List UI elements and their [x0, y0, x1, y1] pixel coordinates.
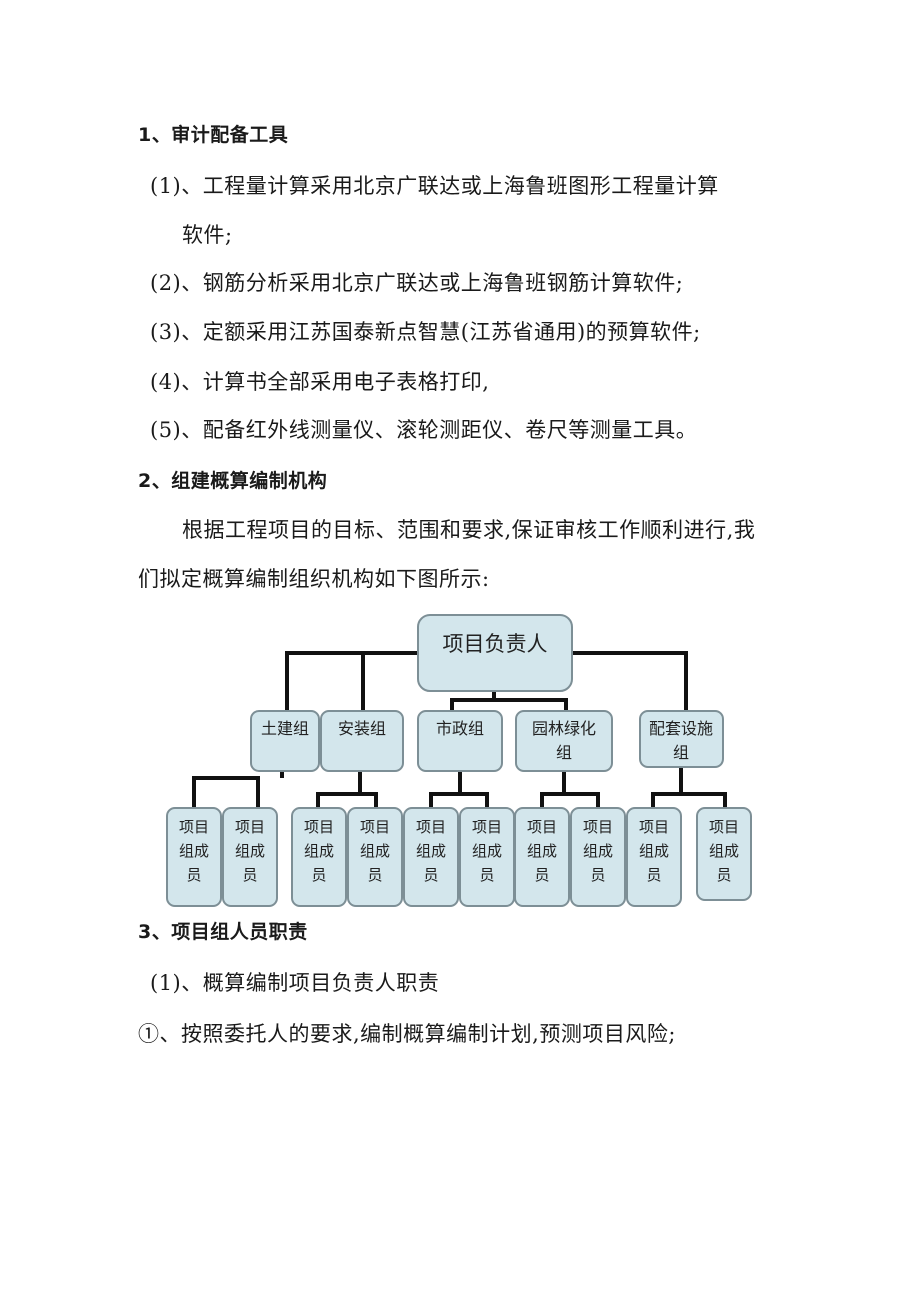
member-label: 员	[534, 866, 549, 884]
member-label: 组成	[360, 842, 390, 860]
member-label: 项目	[416, 818, 446, 836]
section-3-item-1: ①、按照委托人的要求,编制概算编制计划,预测项目风险;	[138, 1022, 676, 1046]
org-member-node: 项目 组成 员	[696, 807, 752, 901]
member-label: 项目	[527, 818, 557, 836]
member-label: 员	[242, 866, 257, 884]
section-3-title: 3、项目组人员职责	[138, 921, 308, 943]
section-2-paragraph-line-b: 们拟定概算编制组织机构如下图所示:	[138, 567, 490, 591]
member-label: 组成	[527, 842, 557, 860]
section-2-paragraph-line-a: 根据工程项目的目标、范围和要求,保证审核工作顺利进行,我	[182, 518, 756, 542]
org-group-node: 配套设施 组	[639, 710, 724, 768]
member-label: 员	[716, 866, 731, 884]
member-label: 组成	[235, 842, 265, 860]
member-label: 项目	[235, 818, 265, 836]
member-label: 员	[311, 866, 326, 884]
org-group-label: 配套设施	[649, 719, 713, 738]
org-group-node: 安装组	[320, 710, 404, 772]
org-group-node: 园林绿化 组	[515, 710, 613, 772]
item-2: (2)、钢筋分析采用北京广联达或上海鲁班钢筋计算软件;	[150, 271, 684, 295]
member-label: 员	[367, 866, 382, 884]
item-1-line-b: 软件;	[182, 223, 233, 247]
member-label: 项目	[639, 818, 669, 836]
member-label: 项目	[709, 818, 739, 836]
org-group-node: 市政组	[417, 710, 503, 772]
org-member-node: 项目 组成 员	[403, 807, 459, 907]
member-label: 组成	[639, 842, 669, 860]
org-root-node: 项目负责人	[417, 614, 573, 692]
org-root-label: 项目负责人	[443, 632, 548, 656]
org-member-node: 项目 组成 员	[570, 807, 626, 907]
org-member-node: 项目 组成 员	[222, 807, 278, 907]
section-1-title: 1、审计配备工具	[138, 124, 289, 146]
org-member-node: 项目 组成 员	[291, 807, 347, 907]
member-label: 组成	[709, 842, 739, 860]
section-2-title: 2、组建概算编制机构	[138, 470, 328, 492]
org-group-label-2: 组	[673, 743, 689, 762]
member-label: 组成	[179, 842, 209, 860]
org-member-node: 项目 组成 员	[459, 807, 515, 907]
item-4: (4)、计算书全部采用电子表格打印,	[150, 370, 490, 394]
org-chart: 项目负责人 土建组 安装组 市政组 园林绿化 组 配套设施 组 项目 组成 员 …	[166, 614, 752, 907]
item-3: (3)、定额采用江苏国泰新点智慧(江苏省通用)的预算软件;	[150, 320, 701, 344]
member-label: 员	[590, 866, 605, 884]
org-member-node: 项目 组成 员	[166, 807, 222, 907]
org-group-label: 市政组	[436, 719, 484, 738]
member-label: 员	[479, 866, 494, 884]
member-label: 项目	[360, 818, 390, 836]
org-group-node: 土建组	[250, 710, 320, 772]
member-label: 员	[423, 866, 438, 884]
item-1-line-a: (1)、工程量计算采用北京广联达或上海鲁班图形工程量计算	[150, 174, 719, 198]
org-group-label: 安装组	[338, 719, 386, 738]
member-label: 项目	[583, 818, 613, 836]
member-label: 员	[186, 866, 201, 884]
member-label: 组成	[472, 842, 502, 860]
item-5: (5)、配备红外线测量仪、滚轮测距仪、卷尺等测量工具。	[150, 418, 698, 442]
section-3-subheading: (1)、概算编制项目负责人职责	[150, 971, 440, 995]
org-group-label-2: 组	[556, 743, 572, 762]
member-label: 项目	[304, 818, 334, 836]
org-member-node: 项目 组成 员	[347, 807, 403, 907]
member-label: 员	[646, 866, 661, 884]
member-label: 项目	[179, 818, 209, 836]
org-chart-connectors	[192, 651, 727, 808]
org-group-label: 土建组	[261, 719, 309, 738]
org-group-label: 园林绿化	[532, 719, 596, 738]
member-label: 组成	[416, 842, 446, 860]
org-member-node: 项目 组成 员	[626, 807, 682, 907]
member-label: 组成	[583, 842, 613, 860]
org-member-node: 项目 组成 员	[514, 807, 570, 907]
member-label: 项目	[472, 818, 502, 836]
member-label: 组成	[304, 842, 334, 860]
